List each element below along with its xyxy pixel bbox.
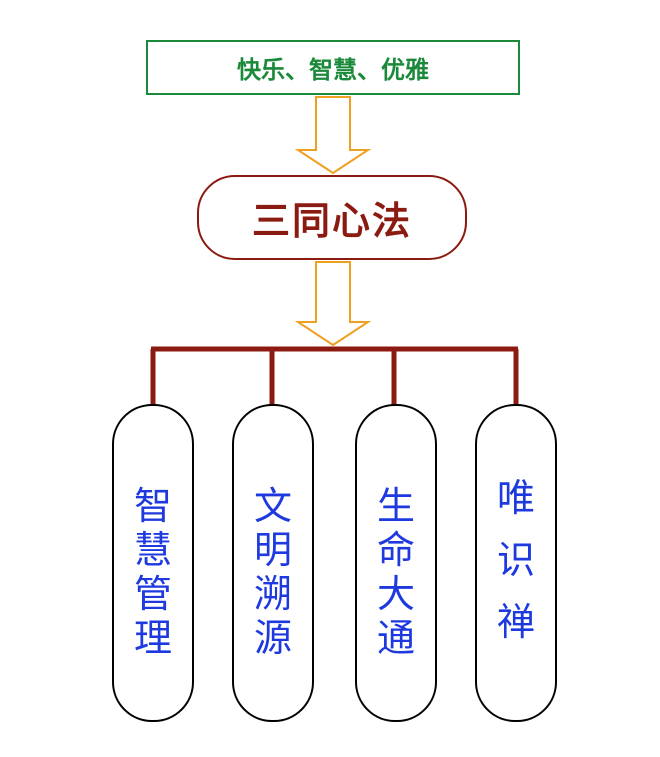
branch-label-char: 源 (253, 616, 292, 660)
core-method-label: 三同心法 (251, 199, 412, 243)
branch-label-char: 溯 (253, 572, 292, 616)
branch-label-char: 理 (133, 616, 172, 660)
branch-label-char: 大 (376, 572, 415, 616)
branch-label-char: 生 (376, 484, 415, 528)
core-method-box: 三同心法 (197, 175, 467, 260)
branch-label-char: 通 (376, 616, 415, 660)
branch-label-char: 识 (496, 538, 535, 582)
branch-label-3: 生命大通 (357, 484, 435, 660)
branch-label-char: 慧 (133, 528, 172, 572)
branch-label-char: 文 (253, 484, 292, 528)
branch-label-char: 命 (376, 528, 415, 572)
branch-label-char: 唯 (496, 476, 535, 520)
down-arrow-1 (294, 96, 372, 175)
branch-label-char: 明 (253, 528, 292, 572)
branch-label-2: 文明溯源 (234, 484, 312, 660)
top-goal-box: 快乐、智慧、优雅 (146, 40, 520, 95)
branch-box-4: 唯识禅 (475, 404, 557, 722)
branch-label-4: 唯识禅 (477, 476, 555, 662)
top-goal-label: 快乐、智慧、优雅 (237, 56, 429, 84)
branch-box-2: 文明溯源 (232, 404, 314, 722)
branch-box-3: 生命大通 (355, 404, 437, 722)
branch-label-char: 智 (133, 484, 172, 528)
branch-label-char: 禅 (496, 600, 535, 644)
down-arrow-2 (294, 261, 372, 347)
branch-box-1: 智慧管理 (112, 404, 194, 722)
branch-label-1: 智慧管理 (114, 484, 192, 660)
branch-label-char: 管 (133, 572, 172, 616)
